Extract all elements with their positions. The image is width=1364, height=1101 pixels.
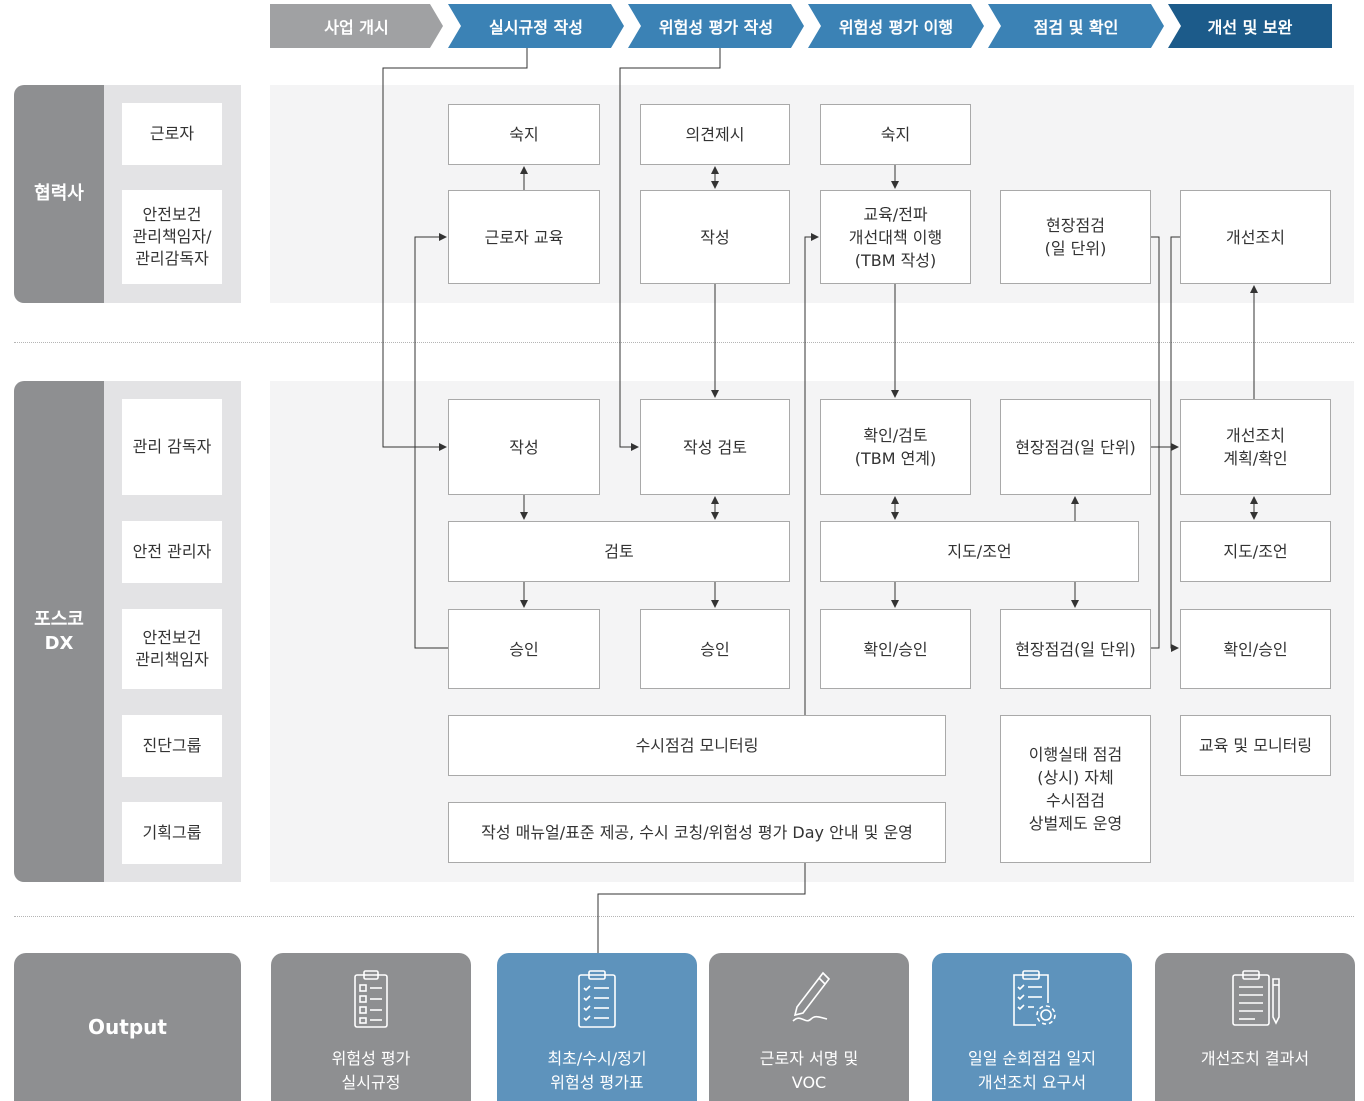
posco-group-title: 포스코 DX	[34, 608, 84, 654]
box-implementation-check: 이행실태 점검 (상시) 자체 수시점검 상벌제도 운영	[1000, 715, 1151, 863]
box-awareness-2: 숙지	[820, 104, 971, 165]
box-education-spread: 교육/전파 개선대책 이행 (TBM 작성)	[820, 190, 971, 284]
output-label-assessment-sheet: 최초/수시/정기 위험성 평가표	[547, 1049, 647, 1092]
output-label-regulation: 위험성 평가 실시규정	[331, 1049, 411, 1092]
step-regulation-writing: 실시규정 작성	[448, 4, 624, 48]
box-site-check-1: 현장점검(일 단위)	[1000, 399, 1151, 495]
box-confirm-review: 확인/검토 (TBM 연계)	[820, 399, 971, 495]
step-risk-assessment-implementation: 위험성 평가 이행	[808, 4, 984, 48]
role-planning-group: 기획그룹	[122, 802, 222, 864]
box-monitoring: 수시점검 모니터링	[448, 715, 946, 776]
box-improvement-plan: 개선조치 계획/확인	[1180, 399, 1331, 495]
box-site-check-2: 현장점검(일 단위)	[1000, 609, 1151, 689]
box-awareness-1: 숙지	[448, 104, 600, 165]
pen-signature-icon	[792, 971, 831, 1022]
step-business-start: 사업 개시	[270, 4, 443, 48]
box-edu-monitoring: 교육 및 모니터링	[1180, 715, 1331, 776]
box-guidance-1: 지도/조언	[820, 521, 1139, 582]
role-supervisor: 관리 감독자	[122, 399, 222, 495]
step-risk-assessment-writing: 위험성 평가 작성	[628, 4, 804, 48]
box-approve-2: 승인	[640, 609, 790, 689]
divider	[14, 342, 1354, 343]
box-worker-education: 근로자 교육	[448, 190, 600, 284]
output-card-inspection-log: 일일 순회점검 일지 개선조치 요구서	[932, 953, 1132, 1101]
output-card-result-report: 개선조치 결과서	[1155, 953, 1355, 1101]
document-pen-icon	[1232, 970, 1280, 1026]
box-posco-write: 작성	[448, 399, 600, 495]
divider	[14, 916, 1354, 917]
box-review: 검토	[448, 521, 790, 582]
box-opinion: 의견제시	[640, 104, 790, 165]
partner-group-title: 협력사	[34, 183, 84, 204]
box-partner-write: 작성	[640, 190, 790, 284]
role-safety-health-manager: 안전보건 관리책임자	[122, 609, 222, 689]
clipboard-gear-icon	[1013, 970, 1056, 1026]
box-confirm-approve-1: 확인/승인	[820, 609, 971, 689]
box-manual: 작성 매뉴얼/표준 제공, 수시 코칭/위험성 평가 Day 안내 및 운영	[448, 802, 946, 863]
step-inspection-check: 점검 및 확인	[988, 4, 1164, 48]
output-card-signature: 근로자 서명 및 VOC	[709, 953, 909, 1101]
box-site-check-daily: 현장점검 (일 단위)	[1000, 190, 1151, 284]
output-card-assessment-sheet: 최초/수시/정기 위험성 평가표	[497, 953, 697, 1101]
box-write-review: 작성 검토	[640, 399, 790, 495]
output-label-inspection-log: 일일 순회점검 일지 개선조치 요구서	[968, 1049, 1096, 1092]
output-label-signature: 근로자 서명 및 VOC	[759, 1049, 859, 1092]
process-steps: 사업 개시 실시규정 작성 위험성 평가 작성 위험성 평가 이행 점검 및 확…	[270, 4, 1332, 48]
output-label-result-report: 개선조치 결과서	[1200, 1049, 1310, 1068]
role-safety-manager: 안전 관리자	[122, 521, 222, 583]
output-card-regulation: 위험성 평가 실시규정	[271, 953, 471, 1101]
output-label: Output	[14, 953, 241, 1101]
role-diagnosis-group: 진단그룹	[122, 715, 222, 777]
box-approve-1: 승인	[448, 609, 600, 689]
box-guidance-2: 지도/조언	[1180, 521, 1331, 582]
clipboard-list-icon	[354, 970, 388, 1028]
role-worker: 근로자	[122, 103, 222, 165]
clipboard-checklist-icon	[578, 970, 616, 1028]
box-confirm-approve-2: 확인/승인	[1180, 609, 1331, 689]
box-improvement: 개선조치	[1180, 190, 1331, 284]
role-safety-manager-supervisor: 안전보건 관리책임자/ 관리감독자	[122, 190, 222, 284]
step-improvement: 개선 및 보완	[1168, 4, 1332, 48]
